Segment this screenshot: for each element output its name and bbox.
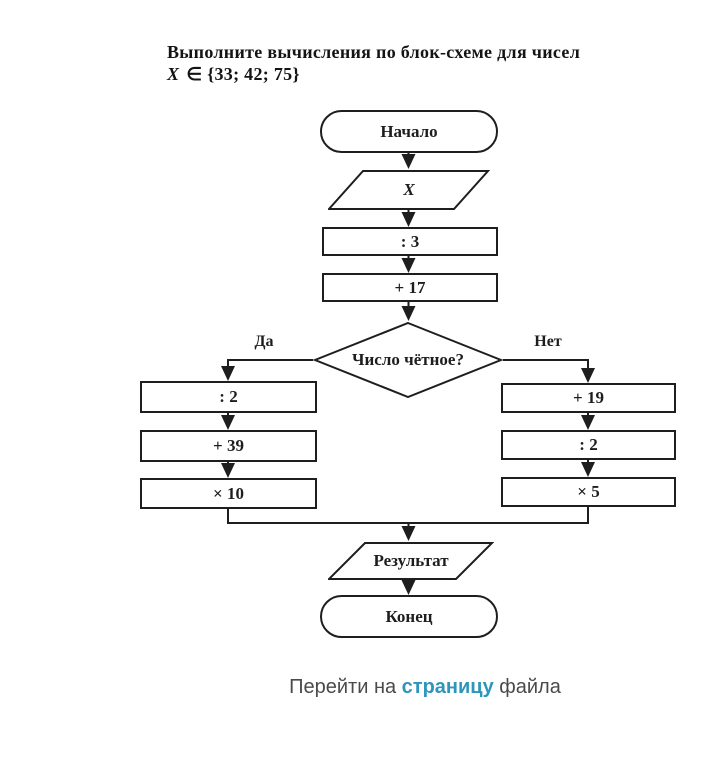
title-set: ∈ {33; 42; 75} bbox=[186, 64, 300, 84]
exercise-title-line2: X ∈ {33; 42; 75} bbox=[167, 64, 637, 85]
node-right-add19: + 19 bbox=[501, 383, 676, 413]
node-right-mul5: × 5 bbox=[501, 477, 676, 507]
branch-yes-label: Да bbox=[254, 333, 274, 350]
node-add17: + 17 bbox=[322, 273, 498, 302]
node-end-label: Конец bbox=[385, 606, 433, 626]
node-left-div2: : 2 bbox=[140, 381, 317, 413]
node-right-div2-label: : 2 bbox=[579, 435, 598, 454]
connector-decision-yes bbox=[221, 359, 313, 381]
file-page-link[interactable]: страницу bbox=[401, 676, 494, 698]
node-start: Начало bbox=[320, 110, 498, 153]
node-end: Конец bbox=[320, 595, 498, 638]
node-div3-label: : 3 bbox=[400, 231, 420, 251]
branch-no-label: Нет bbox=[534, 333, 562, 350]
node-left-add39: + 39 bbox=[140, 430, 317, 462]
node-start-label: Начало bbox=[380, 121, 438, 141]
exercise-title-line1: Выполните вычисления по блок-схеме для ч… bbox=[167, 42, 581, 62]
node-left-mul10-label: × 10 bbox=[213, 483, 244, 503]
parallelogram-shape bbox=[328, 542, 494, 580]
node-decision: Число чётное? bbox=[313, 322, 503, 398]
node-div3: : 3 bbox=[322, 227, 498, 256]
parallelogram-shape bbox=[328, 170, 490, 210]
node-left-mul10: × 10 bbox=[140, 478, 317, 509]
node-output: Результат bbox=[328, 542, 494, 580]
node-left-add39-label: + 39 bbox=[213, 436, 244, 455]
connector-merge bbox=[227, 507, 589, 524]
title-variable: X bbox=[167, 64, 180, 84]
node-output-label: Результат bbox=[373, 551, 449, 570]
connector-decision-no bbox=[503, 359, 595, 383]
diamond-shape bbox=[313, 322, 503, 398]
node-add17-label: + 17 bbox=[394, 277, 426, 297]
node-left-div2-label: : 2 bbox=[219, 387, 238, 406]
node-right-add19-label: + 19 bbox=[573, 388, 604, 407]
node-decision-label: Число чётное? bbox=[352, 350, 464, 369]
node-right-mul5-label: × 5 bbox=[577, 482, 600, 501]
footer-text-before: Перейти на bbox=[289, 676, 402, 698]
node-input: X bbox=[328, 170, 490, 210]
footer-text-after: файла bbox=[493, 676, 561, 698]
node-input-label: X bbox=[403, 180, 415, 199]
footer-caption: Перейти на страницу файла bbox=[120, 676, 720, 699]
exercise-title: Выполните вычисления по блок-схеме для ч… bbox=[167, 42, 637, 85]
node-right-div2: : 2 bbox=[501, 430, 676, 460]
